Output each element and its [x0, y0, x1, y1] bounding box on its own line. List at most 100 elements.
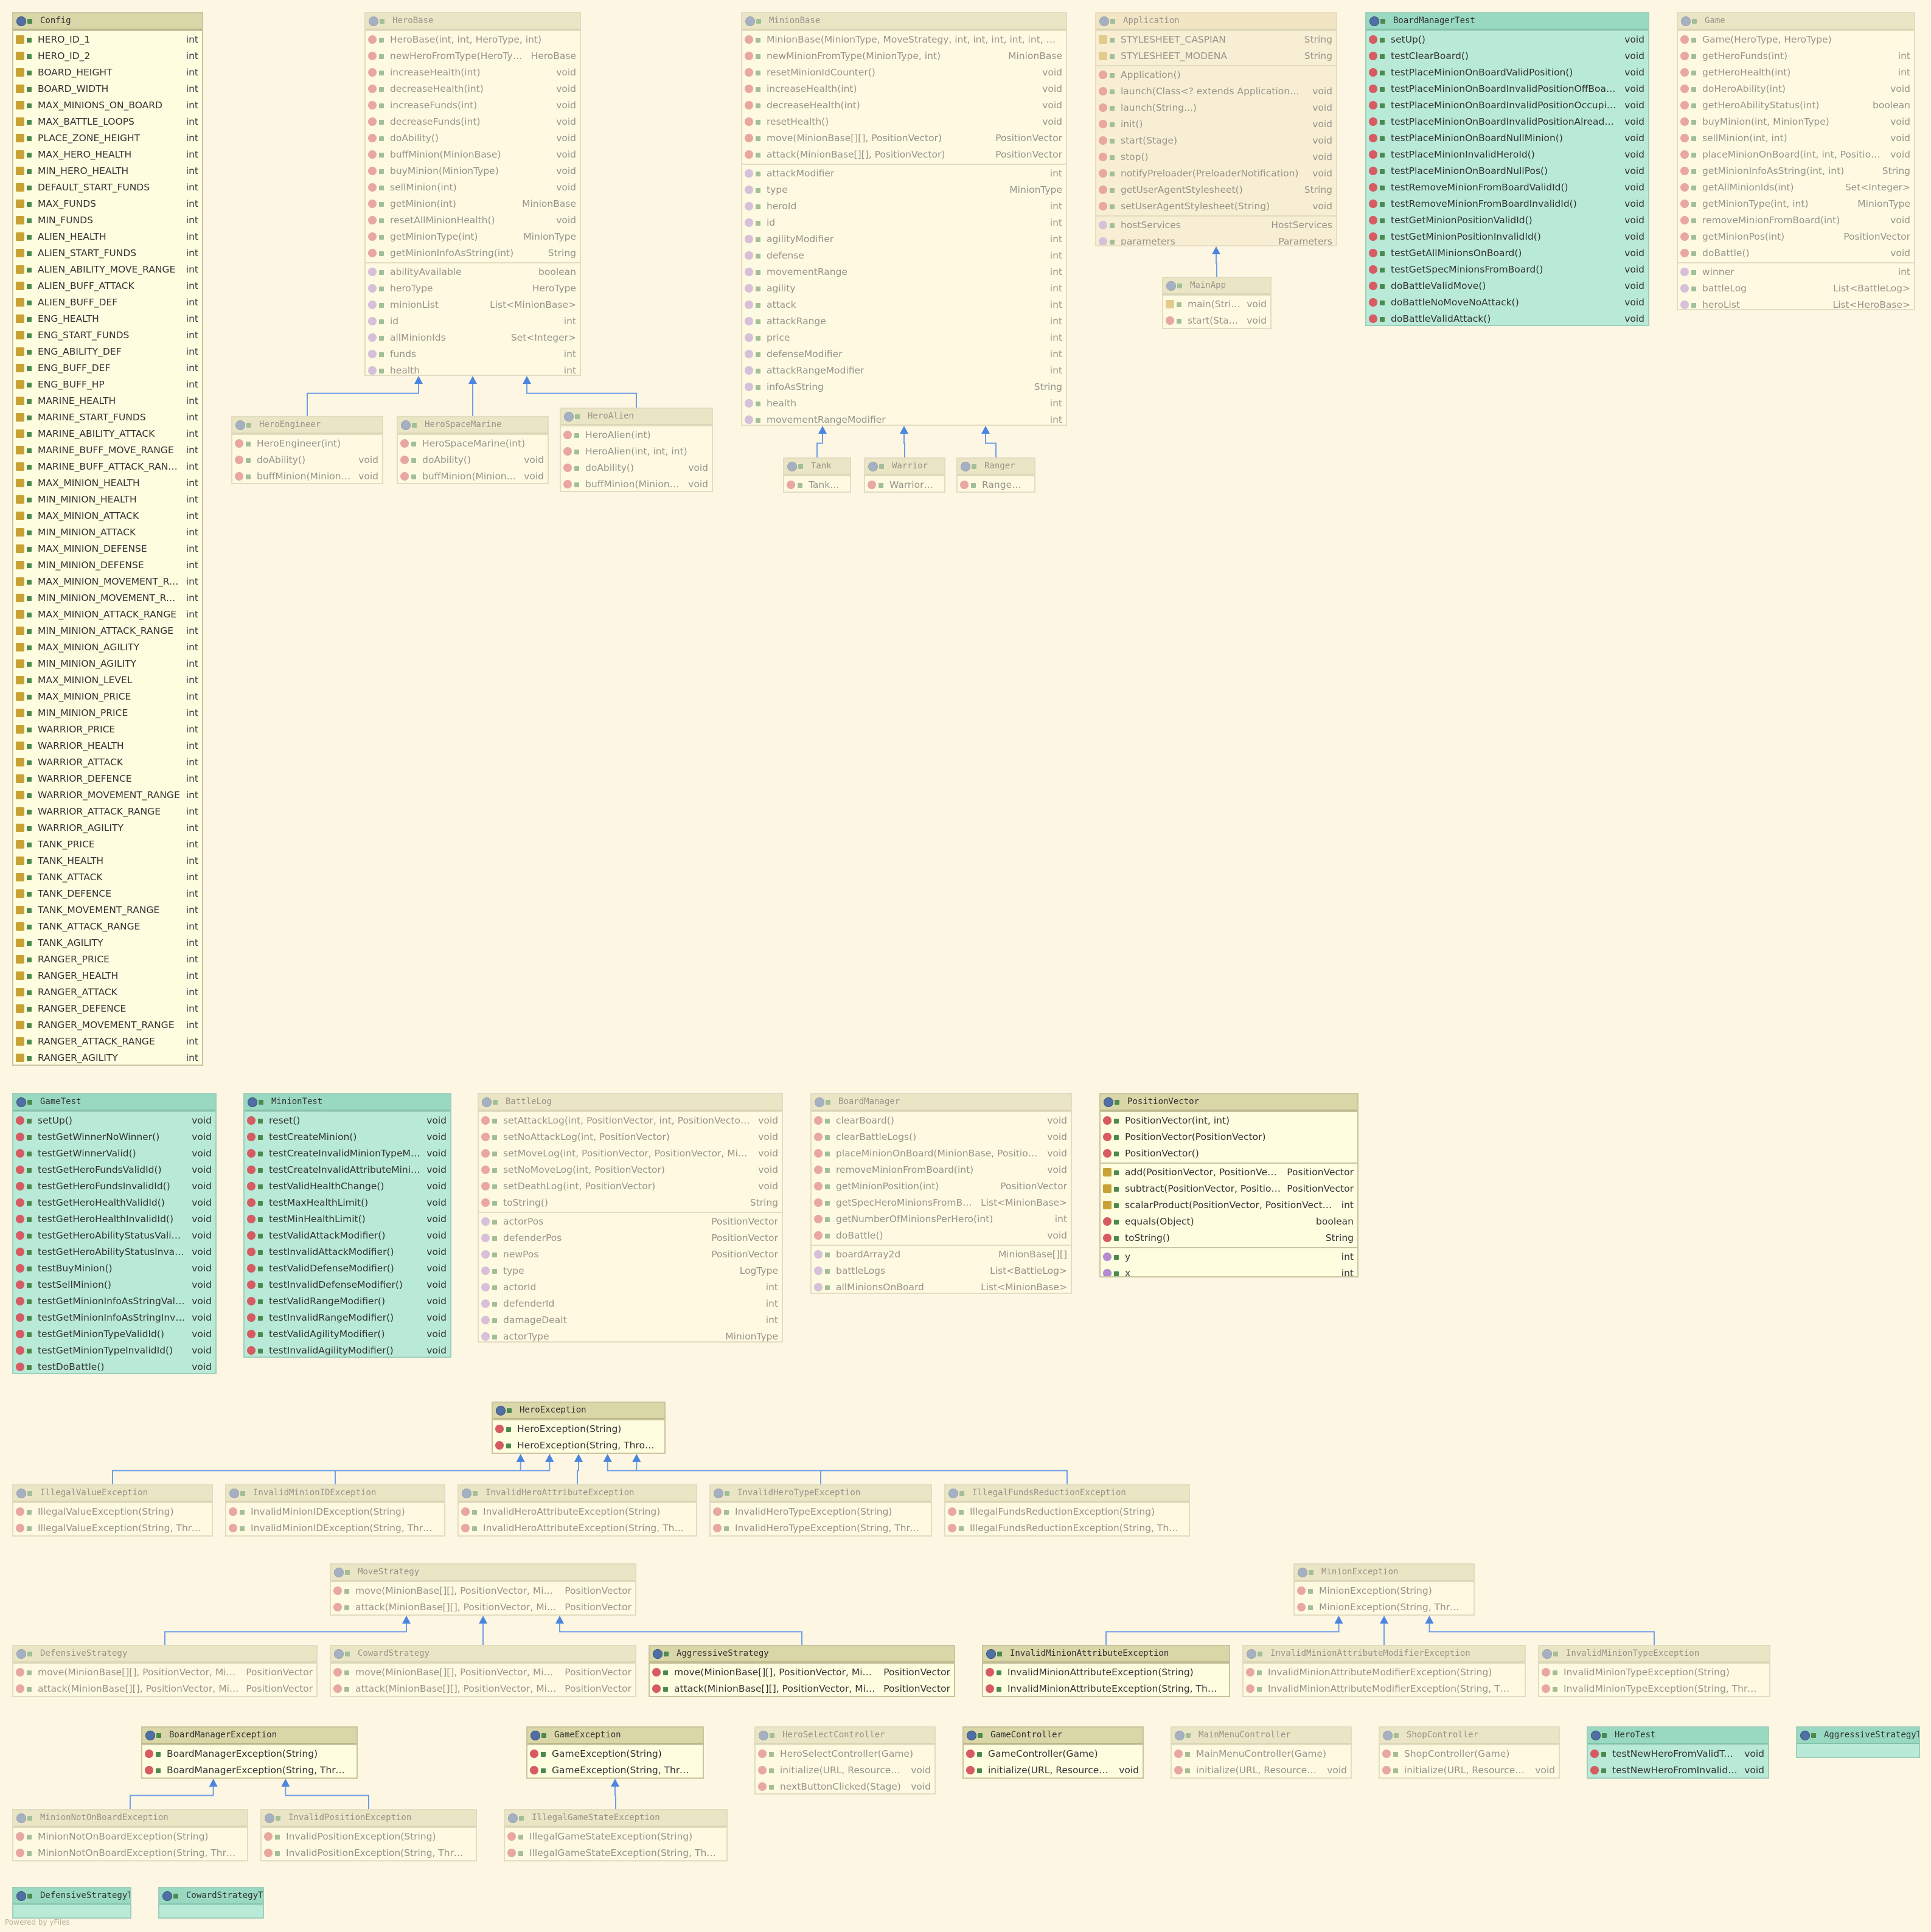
method-row[interactable]: PositionVector(PositionVector) [1101, 1129, 1357, 1145]
class-box-DefensiveStrategyTest[interactable]: DefensiveStrategyTest [12, 1887, 131, 1919]
method-row[interactable]: move(MinionBase[][], PositionVector, Min… [13, 1664, 316, 1681]
method-row[interactable]: equals(Object)boolean [1101, 1214, 1357, 1230]
class-header[interactable]: MinionTest [245, 1094, 450, 1111]
inheritance-edge[interactable] [985, 433, 997, 457]
method-row[interactable]: increaseHealth(int)void [366, 64, 580, 81]
class-header[interactable]: InvalidHeroTypeException [711, 1485, 931, 1502]
method-row[interactable]: clearBattleLogs()void [812, 1129, 1071, 1145]
class-header[interactable]: BattleLog [479, 1094, 782, 1111]
method-row[interactable]: Game(HeroType, HeroType) [1678, 32, 1914, 48]
method-row[interactable]: setDeathLog(int, PositionVector)void [479, 1178, 782, 1195]
method-row[interactable]: setUp()void [1366, 32, 1648, 48]
inheritance-edge[interactable] [1105, 1623, 1340, 1645]
method-row[interactable]: doAbility()void [561, 460, 712, 476]
class-header[interactable]: HeroAlien [561, 409, 712, 425]
class-header[interactable]: IllegalValueException [13, 1485, 212, 1502]
method-row[interactable]: decreaseHealth(int)void [366, 81, 580, 97]
method-row[interactable]: initialize(URL, ResourceBundle)void [756, 1762, 934, 1779]
method-row[interactable]: testGetMinionInfoAsStringInvalidId()void [13, 1310, 215, 1326]
method-row[interactable]: launch(Class<? extends Application>, Str… [1096, 83, 1336, 100]
method-row[interactable]: getHeroFunds(int)int [1678, 48, 1914, 64]
class-header[interactable]: IllegalGameStateException [505, 1810, 726, 1827]
class-header[interactable]: BoardManagerTest [1366, 13, 1648, 30]
class-header[interactable]: BoardManagerException [142, 1728, 357, 1744]
method-row[interactable]: attack(MinionBase[][], PositionVector, M… [331, 1681, 635, 1696]
method-row[interactable]: Warrior(int) [865, 477, 944, 492]
method-row[interactable]: buffMinion(MinionBase)void [366, 147, 580, 163]
inheritance-edge[interactable] [164, 1623, 407, 1645]
method-row[interactable]: attack(MinionBase[][], PositionVector, M… [13, 1681, 316, 1696]
method-row[interactable]: attack(MinionBase[][], PositionVector)Po… [742, 147, 1066, 163]
class-header[interactable]: MinionException [1295, 1565, 1473, 1581]
class-header[interactable]: MainMenuController [1172, 1728, 1351, 1744]
method-row[interactable]: testValidRangeModifier()void [245, 1293, 450, 1310]
method-row[interactable]: nextButtonClicked(Stage)void [756, 1779, 934, 1793]
method-row[interactable]: GameException(String) [527, 1746, 703, 1762]
method-row[interactable]: ShopController(Game) [1380, 1746, 1559, 1762]
method-row[interactable]: resetMinionIdCounter()void [742, 64, 1066, 81]
method-row[interactable]: testGetWinnerValid()void [13, 1145, 215, 1162]
method-row[interactable]: testGetSpecMinionsFromBoard()void [1366, 262, 1648, 278]
class-header[interactable]: MoveStrategy [331, 1565, 635, 1581]
class-header[interactable]: AggressiveStrategy [650, 1646, 954, 1663]
method-row[interactable]: InvalidMinionAttributeException(String) [983, 1664, 1229, 1681]
method-row[interactable]: start(Stage)void [1096, 133, 1336, 149]
method-row[interactable]: increaseFunds(int)void [366, 97, 580, 114]
class-header[interactable]: HeroTest [1588, 1728, 1768, 1744]
method-row[interactable]: testBuyMinion()void [13, 1260, 215, 1277]
method-row[interactable]: attack(MinionBase[][], PositionVector, M… [331, 1599, 635, 1614]
method-row[interactable]: testGetHeroAbilityStatusInvalidId()void [13, 1244, 215, 1260]
method-row[interactable]: testInvalidAttackModifier()void [245, 1244, 450, 1260]
method-row[interactable]: HeroAlien(int, int, int) [561, 443, 712, 460]
class-header[interactable]: IllegalFundsReductionException [945, 1485, 1189, 1502]
method-row[interactable]: testSellMinion()void [13, 1277, 215, 1293]
method-row[interactable]: move(MinionBase[][], PositionVector, Min… [331, 1664, 635, 1681]
method-row[interactable]: BoardManagerException(String, Throwable) [142, 1762, 357, 1777]
method-row[interactable]: stop()void [1096, 149, 1336, 165]
method-row[interactable]: testInvalidDefenseModifier()void [245, 1277, 450, 1293]
class-box-MainApp[interactable]: MainAppmain(String[])voidstart(Stage)voi… [1162, 277, 1272, 329]
method-row[interactable]: IllegalValueException(String, Throwable) [13, 1520, 212, 1535]
method-row[interactable]: HeroAlien(int) [561, 427, 712, 443]
method-row[interactable]: InvalidPositionException(String) [262, 1829, 476, 1845]
inheritance-edge[interactable] [607, 1461, 821, 1484]
method-row[interactable]: getMinionType(int)MinionType [366, 229, 580, 245]
class-header[interactable]: InvalidMinionAttributeException [983, 1646, 1229, 1663]
method-row[interactable]: testDoBattle()void [13, 1359, 215, 1373]
method-row[interactable]: getHeroAbilityStatus(int)boolean [1678, 97, 1914, 114]
class-header[interactable]: Tank [784, 459, 850, 475]
method-row[interactable]: testValidAttackModifier()void [245, 1228, 450, 1244]
inheritance-edge[interactable] [130, 1786, 214, 1809]
method-row[interactable]: initialize(URL, ResourceBundle)void [1380, 1762, 1559, 1777]
